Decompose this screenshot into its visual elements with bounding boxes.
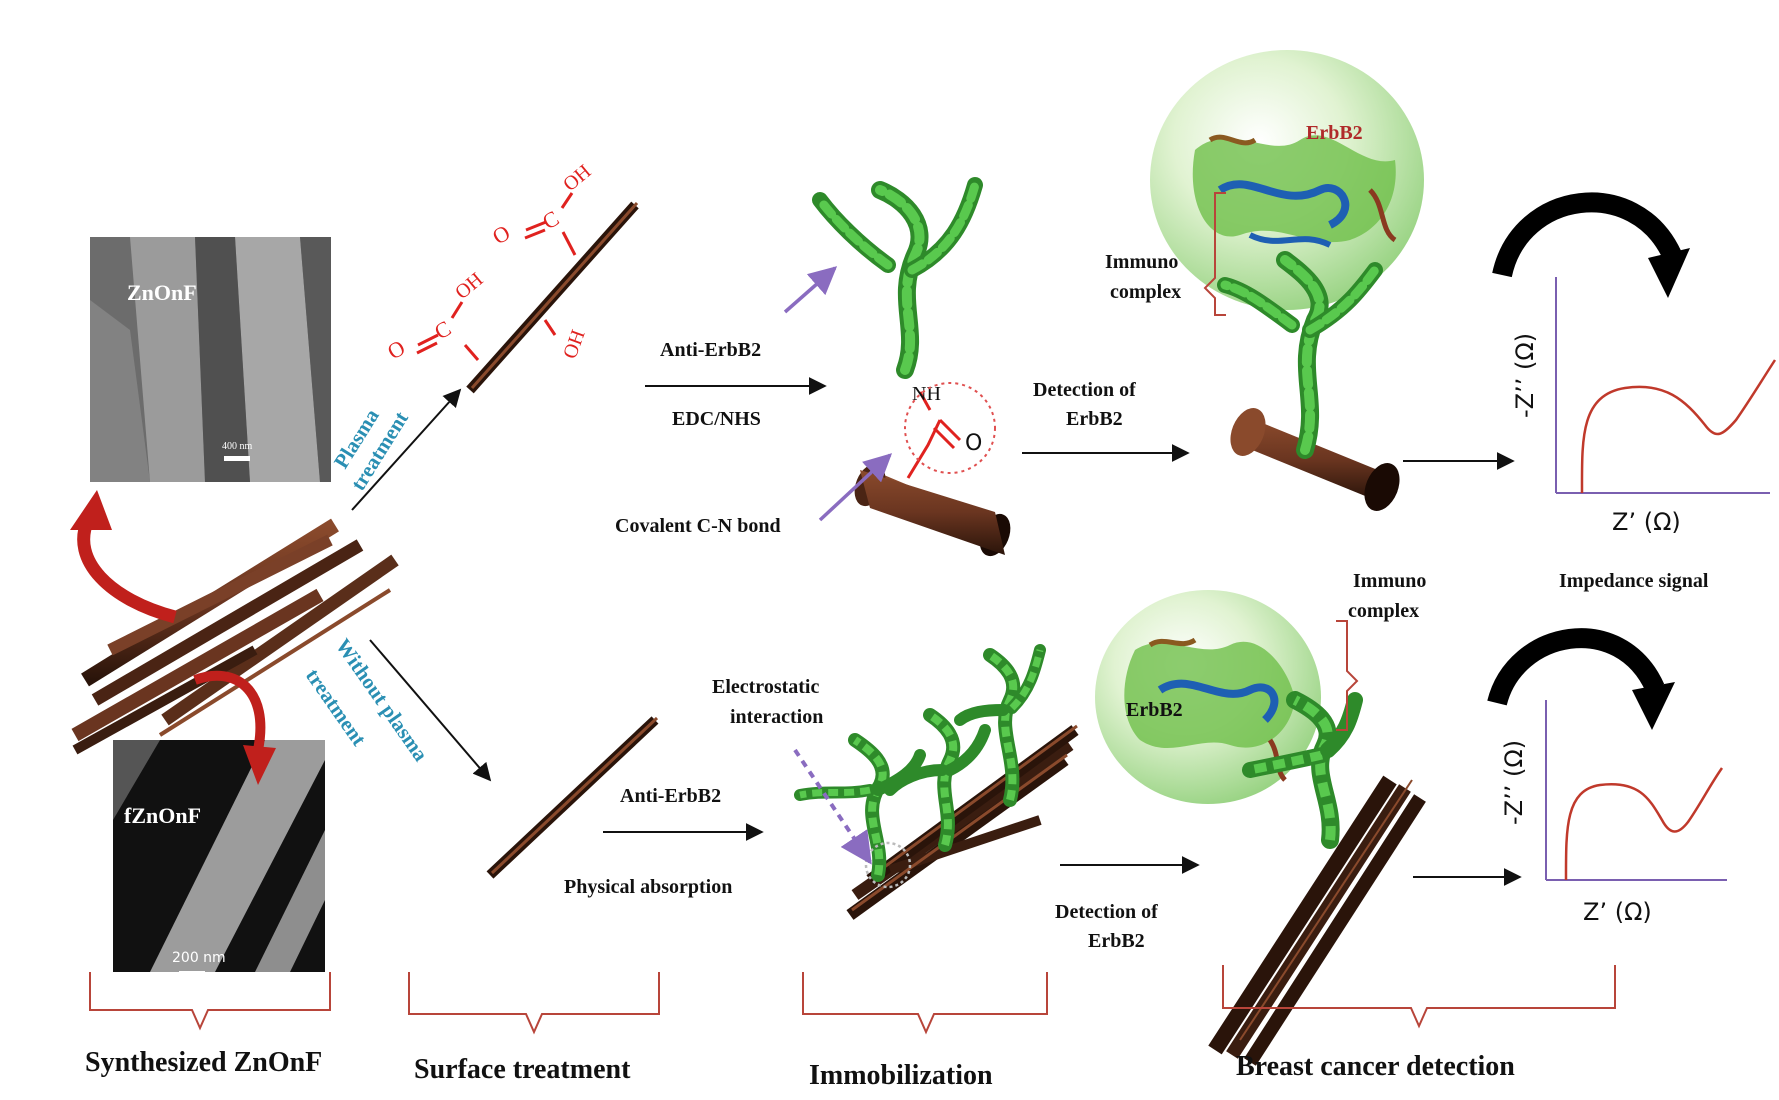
bottom-absorption: Physical absorption (564, 876, 732, 898)
bare-fiber (486, 716, 659, 879)
stage-brace-1 (89, 972, 331, 1031)
covalent-antibody-assembly: NH O (812, 177, 1011, 557)
bottom-immuno-line1: Immuno (1353, 570, 1426, 592)
sem-top-scale: 400 nm (222, 441, 253, 452)
top-impedance-plot: -Z’’ (Ω) Z’ (Ω) (1492, 192, 1777, 536)
sem-bottom-scale: 200 nm (172, 950, 226, 966)
top-reagent2: EDC/NHS (672, 408, 761, 430)
chem-o-top: O (488, 220, 514, 250)
chem-o-left: O (383, 335, 409, 365)
stage-brace-4 (1222, 965, 1616, 1029)
stage-brace-2 (408, 972, 660, 1035)
top-brace (1203, 192, 1226, 316)
sem-bottom-label: fZnOnF (124, 803, 201, 828)
sem-top-label: ZnOnF (127, 280, 197, 305)
bottom-antigen-label: ErbB2 (1126, 699, 1183, 721)
bottom-detect-line1: Detection of (1055, 901, 1158, 923)
interaction-line2: interaction (730, 706, 823, 728)
bottom-detect-line2: ErbB2 (1088, 930, 1145, 952)
plasma-arrow (351, 388, 462, 511)
top-reagent1: Anti-ErbB2 (660, 339, 761, 361)
bottom-immuno-line2: complex (1348, 600, 1419, 622)
sem-image-bottom: fZnOnF 200 nm (113, 740, 325, 976)
top-detect-line2: ErbB2 (1066, 408, 1123, 430)
curl-arrow-down (193, 670, 276, 785)
purple-arrow-antibody (783, 266, 838, 314)
chem-oh-right: OH (559, 327, 590, 362)
chem-oh-top: OH (559, 160, 595, 195)
purple-dashed-arrow (793, 748, 872, 865)
covalent-bond-label: Covalent C-N bond (615, 515, 781, 537)
no-plasma-arrow (369, 639, 492, 782)
top-immuno-line1: Immuno (1105, 251, 1178, 273)
stage-immobilization: Immobilization (809, 1060, 993, 1091)
chem-oh-left: OH (451, 268, 487, 303)
top-detect-line1: Detection of (1033, 379, 1136, 401)
physisorbed-antibody-assembly (794, 644, 1079, 920)
chem-o-amide: O (965, 431, 982, 456)
stage-surface-treatment: Surface treatment (414, 1054, 631, 1085)
purple-arrow-bond (818, 453, 893, 522)
top-immunocomplex: ErbB2 (1150, 50, 1424, 511)
top-plot-xlabel: Z’ (Ω) (1612, 508, 1681, 536)
functionalized-fiber: C O OH C O OH OH (383, 160, 639, 394)
top-antigen-label: ErbB2 (1306, 122, 1363, 144)
bottom-immunocomplex: ErbB2 (1095, 590, 1426, 1066)
stage-brace-3 (802, 972, 1048, 1035)
nanofiber-bundle (71, 518, 399, 755)
bottom-plot-ylabel: -Z’’ (Ω) (1500, 740, 1528, 825)
chem-nh: NH (912, 383, 941, 405)
bottom-plot-xlabel: Z’ (Ω) (1583, 898, 1652, 926)
bottom-reagent: Anti-ErbB2 (620, 785, 721, 807)
top-immuno-line2: complex (1110, 281, 1181, 303)
impedance-signal-label: Impedance signal (1559, 570, 1709, 592)
chem-c-left: C (430, 315, 455, 344)
interaction-line1: Electrostatic (712, 676, 819, 698)
bottom-brace (1336, 620, 1359, 731)
sem-image-top: ZnOnF 400 nm (90, 237, 331, 482)
stage-synthesized: Synthesized ZnOnF (85, 1047, 322, 1078)
stage-cancer-detection: Breast cancer detection (1236, 1051, 1515, 1082)
top-plot-ylabel: -Z’’ (Ω) (1511, 333, 1539, 418)
curl-arrow-up (70, 490, 177, 624)
bottom-impedance-plot: -Z’’ (Ω) Z’ (Ω) (1487, 628, 1727, 926)
